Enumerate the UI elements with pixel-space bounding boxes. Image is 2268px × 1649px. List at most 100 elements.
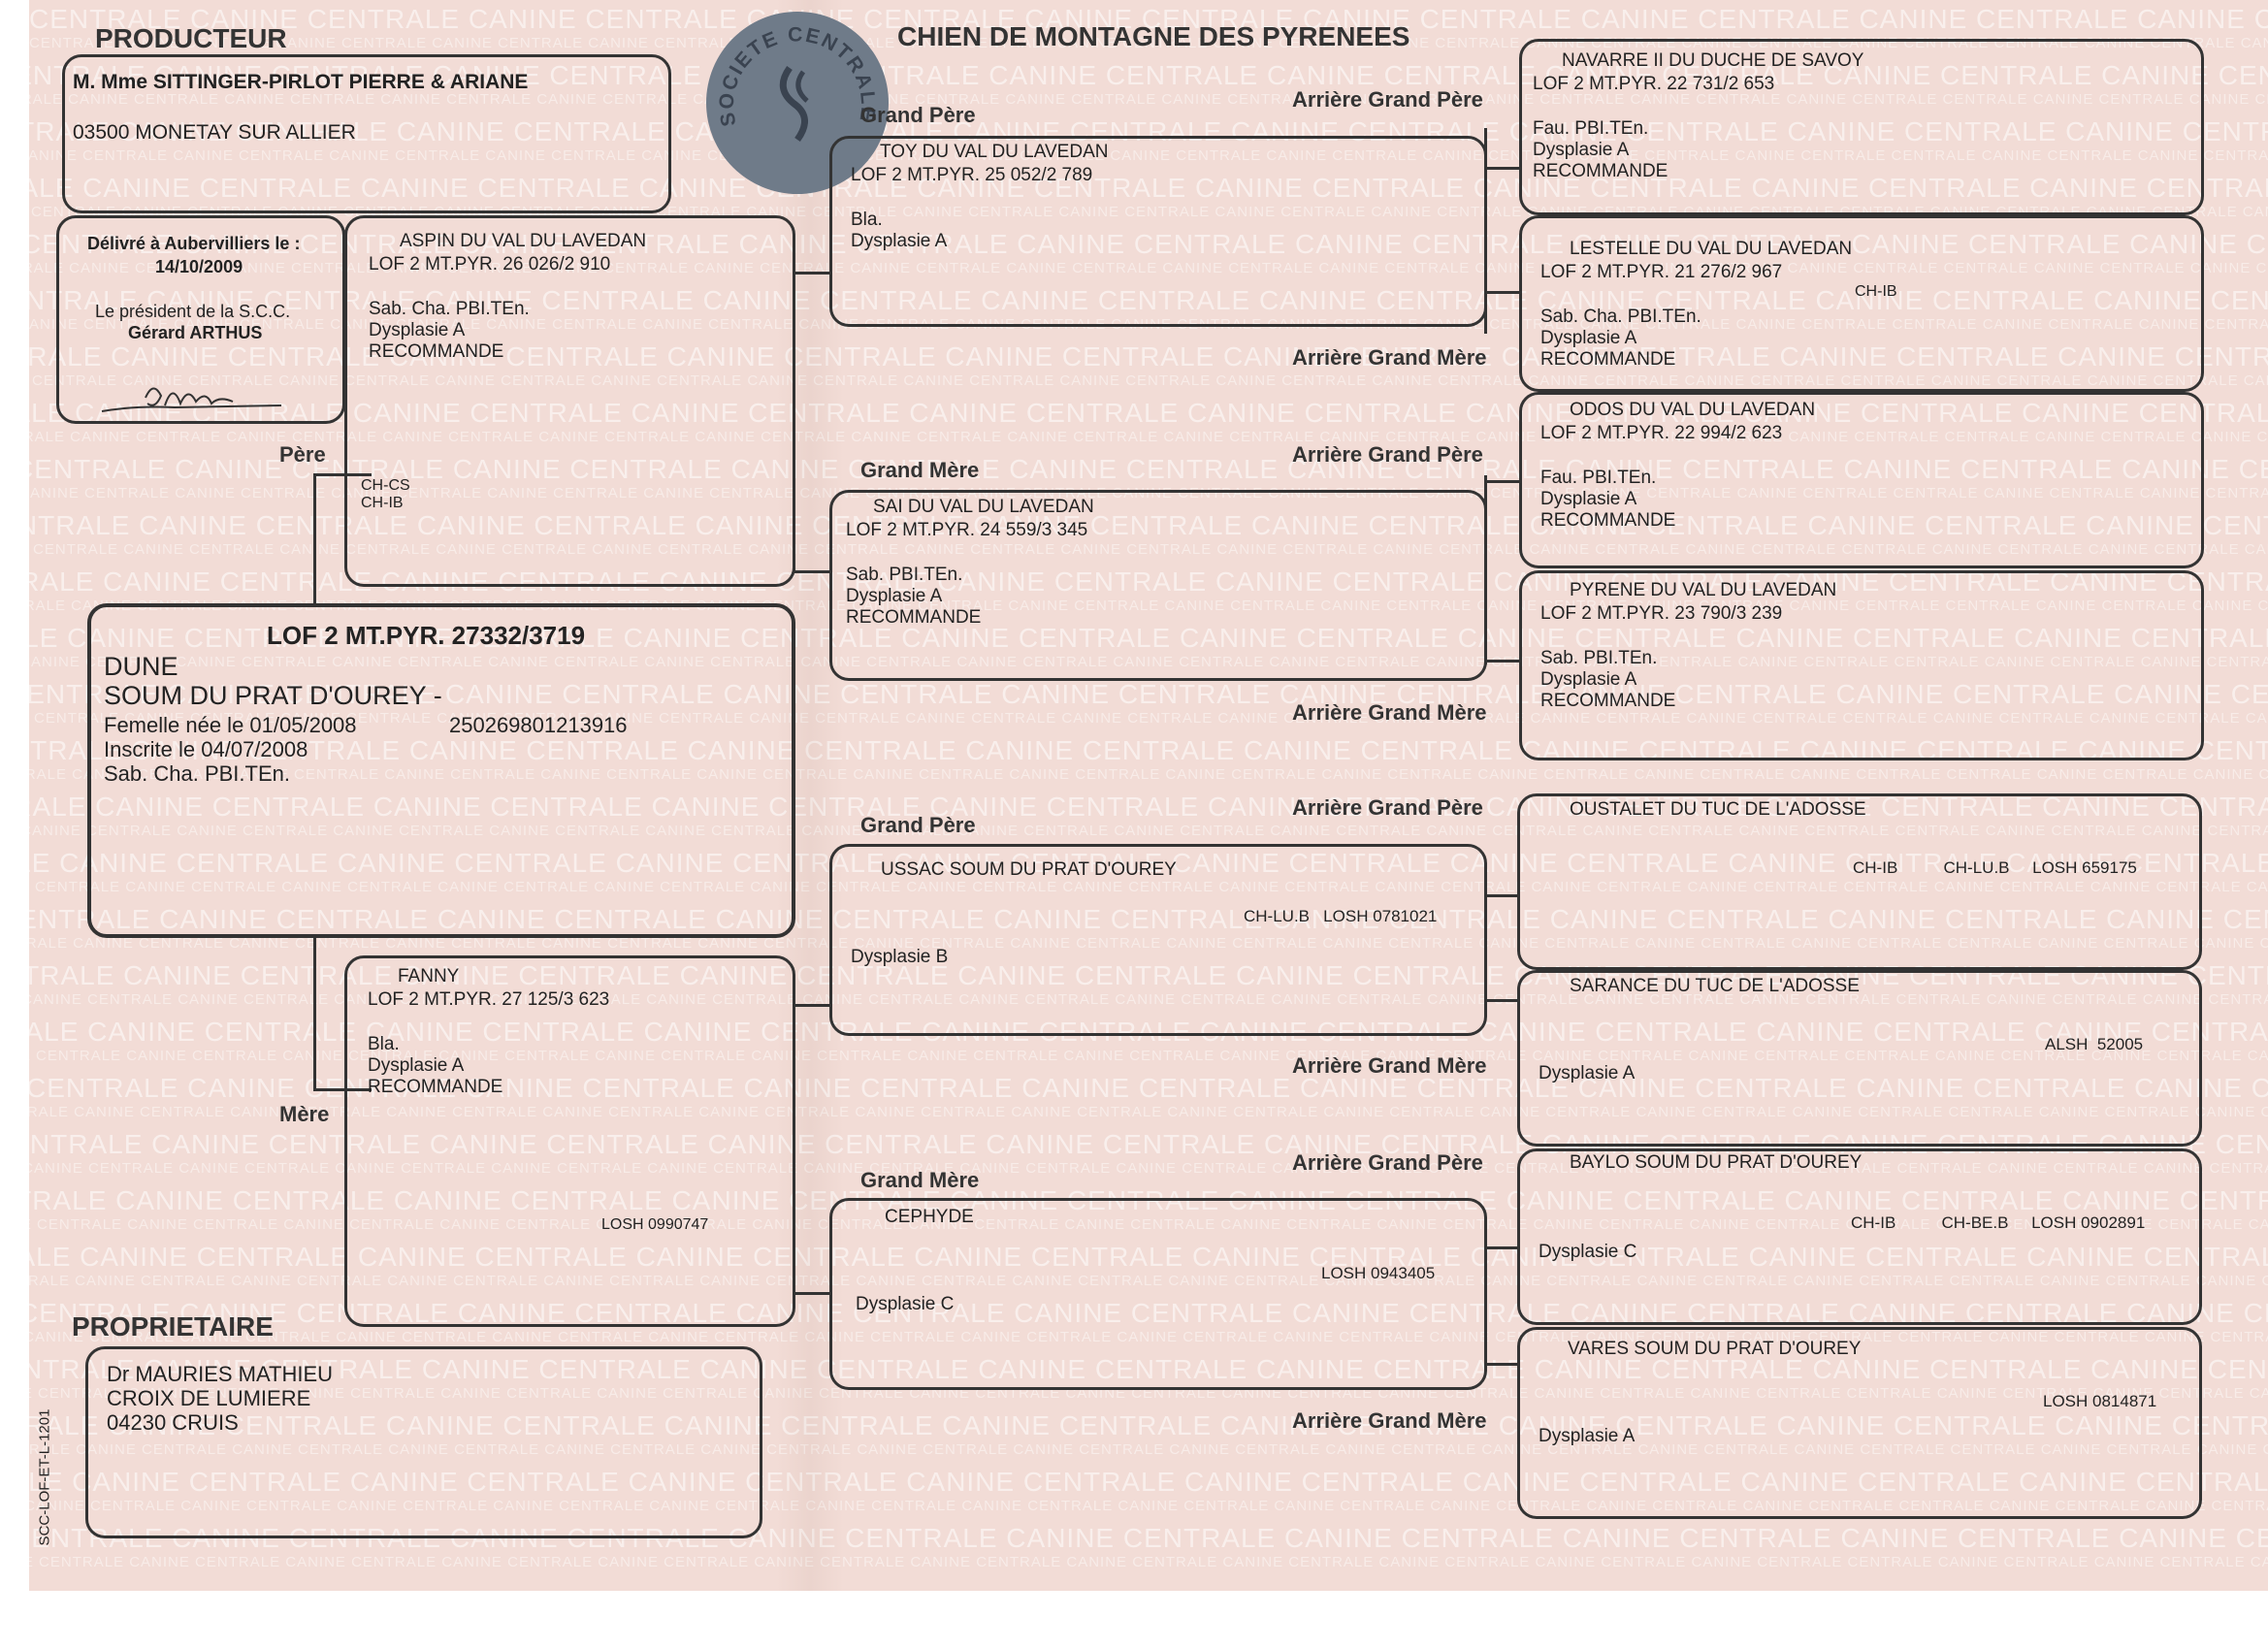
ggp-box-6 [1517,970,2202,1147]
connector-line [1484,660,1519,663]
gp-paternal-box [829,136,1487,327]
gm-paternal-dysplasia: Dysplasie A [846,586,943,606]
dam-registration: LOF 2 MT.PYR. 27 125/3 623 [368,989,610,1010]
connector-line [313,473,372,476]
subject-tests: Sab. Cha. PBI.TEn. [104,761,290,786]
subject-registered: Inscrite le 04/07/2008 [104,737,308,761]
dam-name: FANNY [398,966,460,986]
producer-box [62,54,671,213]
label-arriere-grand-pere-2: Arrière Grand Père [1292,442,1483,467]
gp-maternal-name: USSAC SOUM DU PRAT D'OUREY [881,859,1177,880]
ggp-8-name: VARES SOUM DU PRAT D'OUREY [1568,1339,1862,1359]
president-title: Le président de la S.C.C. [95,302,291,321]
connector-line [1484,480,1519,483]
delivery-date: 14/10/2009 [155,257,243,276]
producer-heading: PRODUCTEUR [95,23,287,53]
gp-paternal-name: TOY DU VAL DU LAVEDAN [880,142,1109,162]
scc-seal: SOCIETE CENTRALE CANINE [706,12,889,194]
dam-tests: Bla. [368,1034,400,1054]
ggp-3-status: RECOMMANDE [1540,510,1676,531]
ggp-8-dysplasia: Dysplasie A [1539,1426,1636,1446]
ggp-1-dysplasia: Dysplasie A [1533,140,1630,160]
gp-maternal-titles: CH-LU.B LOSH 0781021 [1244,907,1438,925]
sire-registration: LOF 2 MT.PYR. 26 026/2 910 [369,254,611,275]
gm-paternal-name: SAI DU VAL DU LAVEDAN [873,497,1094,517]
ggp-2-status: RECOMMANDE [1540,349,1676,370]
gm-paternal-box [829,490,1487,681]
label-arriere-grand-mere-1: Arrière Grand Mère [1292,345,1487,370]
dam-dysplasia: Dysplasie A [368,1055,465,1076]
label-arriere-grand-pere-4: Arrière Grand Père [1292,1150,1483,1175]
ggp-6-dysplasia: Dysplasie A [1539,1063,1636,1083]
label-arriere-grand-pere-3: Arrière Grand Père [1292,795,1483,820]
ggp-1-tests: Fau. PBI.TEn. [1533,118,1649,139]
owner-box [85,1346,762,1538]
label-arriere-grand-pere-1: Arrière Grand Père [1292,87,1483,112]
ggp-3-dysplasia: Dysplasie A [1540,489,1637,509]
gm-maternal-box [829,1198,1487,1390]
president-signature [101,387,282,412]
subject-affix: SOUM DU PRAT D'OUREY - [104,681,442,710]
producer-name: M. Mme SITTINGER-PIRLOT PIERRE & ARIANE [73,71,529,93]
gm-paternal-status: RECOMMANDE [846,607,982,628]
label-grand-pere-maternal: Grand Père [860,813,976,837]
form-code: SCC-LOF-ET-L-1201 [36,1408,53,1546]
ggp-2-name: LESTELLE DU VAL DU LAVEDAN [1570,239,1853,259]
connector-line [1484,999,1519,1002]
subject-chip: 250269801213916 [449,713,628,737]
ggp-3-registration: LOF 2 MT.PYR. 22 994/2 623 [1540,423,1783,443]
producer-address: 03500 MONETAY SUR ALLIER [73,121,356,144]
owner-name: Dr MAURIES MATHIEU [107,1362,334,1386]
connector-line [313,473,316,604]
connector-line [1484,1246,1519,1249]
gp-maternal-dysplasia: Dysplasie B [851,947,949,967]
connector-line [313,1088,372,1091]
label-arriere-grand-mere-4: Arrière Grand Mère [1292,1408,1487,1433]
gm-maternal-losh: LOSH 0943405 [1321,1264,1436,1282]
sire-name: ASPIN DU VAL DU LAVEDAN [400,231,647,251]
pedigree-paper: CENTRALE CANINE CENTRALE CANINE CENTRALE… [29,0,2268,1591]
ggp-5-titles: CH-IB CH-LU.B LOSH 659175 [1853,858,2137,877]
subject-lof: LOF 2 MT.PYR. 27332/3719 [267,621,586,650]
label-arriere-grand-mere-2: Arrière Grand Mère [1292,700,1487,725]
delivery-place: Délivré à Aubervilliers le : [87,234,301,253]
ggp-1-name: NAVARRE II DU DUCHE DE SAVOY [1562,50,1864,71]
gp-paternal-registration: LOF 2 MT.PYR. 25 052/2 789 [851,165,1093,185]
svg-text:SOCIETE CENTRALE CANINE: SOCIETE CENTRALE CANINE [706,12,879,135]
connector-line [313,936,316,1091]
ggp-7-name: BAYLO SOUM DU PRAT D'OUREY [1570,1152,1863,1173]
ggp-2-tests: Sab. Cha. PBI.TEn. [1540,307,1701,327]
ggp-2-titles: CH-IB [1855,283,1897,300]
dam-losh: LOSH 0990747 [601,1216,709,1233]
owner-street: CROIX DE LUMIERE [107,1386,311,1410]
gp-paternal-dysplasia: Dysplasie A [851,231,948,251]
ggp-2-dysplasia: Dysplasie A [1540,328,1637,348]
ggp-5-name: OUSTALET DU TUC DE L'ADOSSE [1570,799,1866,820]
gm-paternal-tests: Sab. PBI.TEn. [846,565,963,585]
subject-name: DUNE [104,652,178,681]
ggp-8-titles: LOSH 0814871 [2043,1392,2157,1410]
ggp-box-3 [1519,392,2204,568]
sire-tests: Sab. Cha. PBI.TEn. [369,299,530,319]
sire-title-ib: CH-IB [361,495,404,511]
fold-shadow [776,0,844,1591]
owner-heading: PROPRIETAIRE [72,1311,274,1342]
label-pere: Père [279,442,326,467]
connector-line [1484,1363,1519,1366]
sire-dysplasia: Dysplasie A [369,320,466,340]
label-arriere-grand-mere-3: Arrière Grand Mère [1292,1053,1487,1078]
watermark-line: CENTRALE CANINE CENTRALE CANINE CENTRALE… [29,1554,2268,1570]
sire-box [344,215,795,587]
ggp-box-8 [1517,1327,2202,1519]
gp-maternal-box [829,844,1487,1036]
gp-paternal-tests: Bla. [851,210,883,230]
ggp-4-status: RECOMMANDE [1540,691,1676,711]
ggp-7-titles: CH-IB CH-BE.B LOSH 0902891 [1851,1213,2146,1232]
ggp-2-registration: LOF 2 MT.PYR. 21 276/2 967 [1540,262,1783,282]
president-name: Gérard ARTHUS [128,323,263,342]
label-mere: Mère [279,1102,330,1126]
ggp-4-tests: Sab. PBI.TEn. [1540,648,1658,668]
sire-title-cs: CH-CS [361,477,410,494]
connector-line [1484,894,1519,897]
